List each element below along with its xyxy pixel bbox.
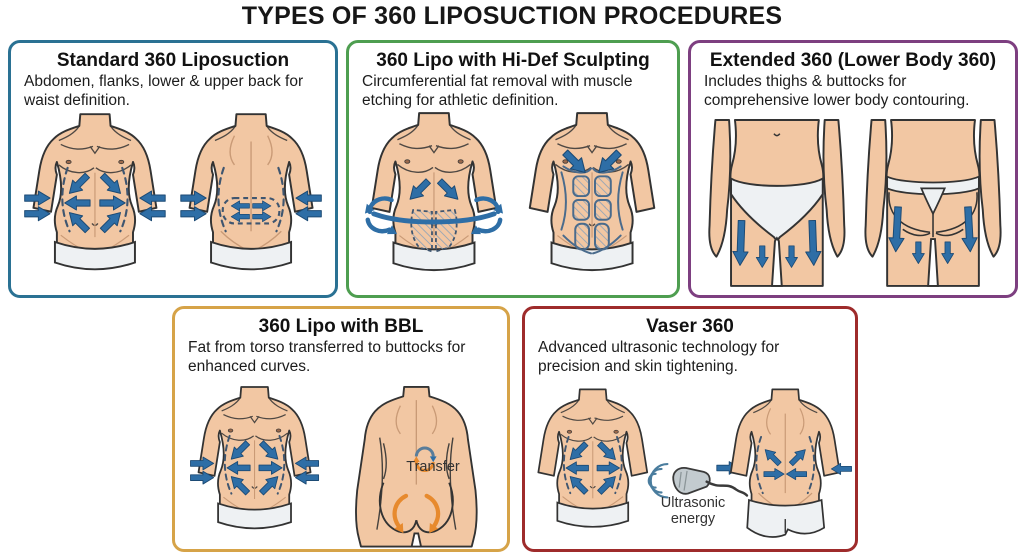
panel-standard-360: Standard 360 Liposuction Abdomen, flanks… [8,40,338,298]
page-title: TYPES OF 360 LIPOSUCTION PROCEDURES [241,2,783,30]
panel-title: Extended 360 (Lower Body 360) [709,50,997,71]
buttocks-contours [379,482,454,534]
transfer-label: Transfer [406,459,460,475]
panel-title: 360 Lipo with BBL [258,316,424,337]
front-torso-figure [537,388,649,528]
torso-front-back-illustration [24,113,322,271]
panel-title: Vaser 360 [646,316,734,337]
front-torso-figure [190,386,320,530]
back-torso-figure [180,113,322,271]
panel-description: Includes thighs & buttocks for comprehen… [704,73,970,109]
panel-description: Fat from torso transferred to buttocks f… [188,339,466,375]
oblique-etching-lines [560,165,624,255]
figure-hi-def [350,110,676,294]
ultrasonic-probe-icon [647,461,749,499]
front-torso-figure [24,113,166,271]
six-pack-torso-figure [528,112,656,272]
treatment-band-outline [221,197,281,225]
probe-cable [705,480,749,497]
briefs [730,176,824,243]
hi-def-illustration [361,112,656,272]
panel-title: 360 Lipo with Hi-Def Sculpting [376,50,650,71]
back-buttocks-figure [355,386,478,548]
panel-bbl-360: 360 Lipo with BBL Fat from torso transfe… [172,306,510,552]
panel-vaser-360: Vaser 360 Advanced ultrasonic technology… [522,306,858,552]
panel-description: Circumferential fat removal with muscle … [362,73,633,109]
circumferential-torso-figure [361,112,506,272]
panel-hi-def-sculpting: 360 Lipo with Hi-Def Sculpting Circumfer… [346,40,680,298]
lower-body-illustration [708,119,1002,287]
panel-description: Abdomen, flanks, lower & upper back for … [24,73,304,109]
figure-vaser-360: Ultrasonic energy [526,384,854,548]
figure-standard-360 [12,110,334,294]
waist-band-line [371,211,497,225]
fat-transfer-arrows [392,493,441,528]
panel-description: Advanced ultrasonic technology for preci… [538,339,780,375]
vaser-illustration [537,388,852,538]
back-torso-figure [729,388,852,538]
panel-title: Standard 360 Liposuction [56,50,290,71]
lower-body-front-figure [708,119,846,287]
lower-body-back-figure [864,119,1002,287]
panel-extended-360: Extended 360 (Lower Body 360) Includes t… [688,40,1018,298]
sound-waves-icon [647,462,669,499]
bbl-illustration [190,386,478,548]
figure-bbl-360: Transfer [176,384,506,548]
shorts [746,498,826,538]
transfer-icon [412,446,437,472]
thong-waistband [886,175,980,196]
ultrasonic-energy-label: Ultrasonic energy [660,495,726,527]
figure-extended-360 [692,110,1014,294]
